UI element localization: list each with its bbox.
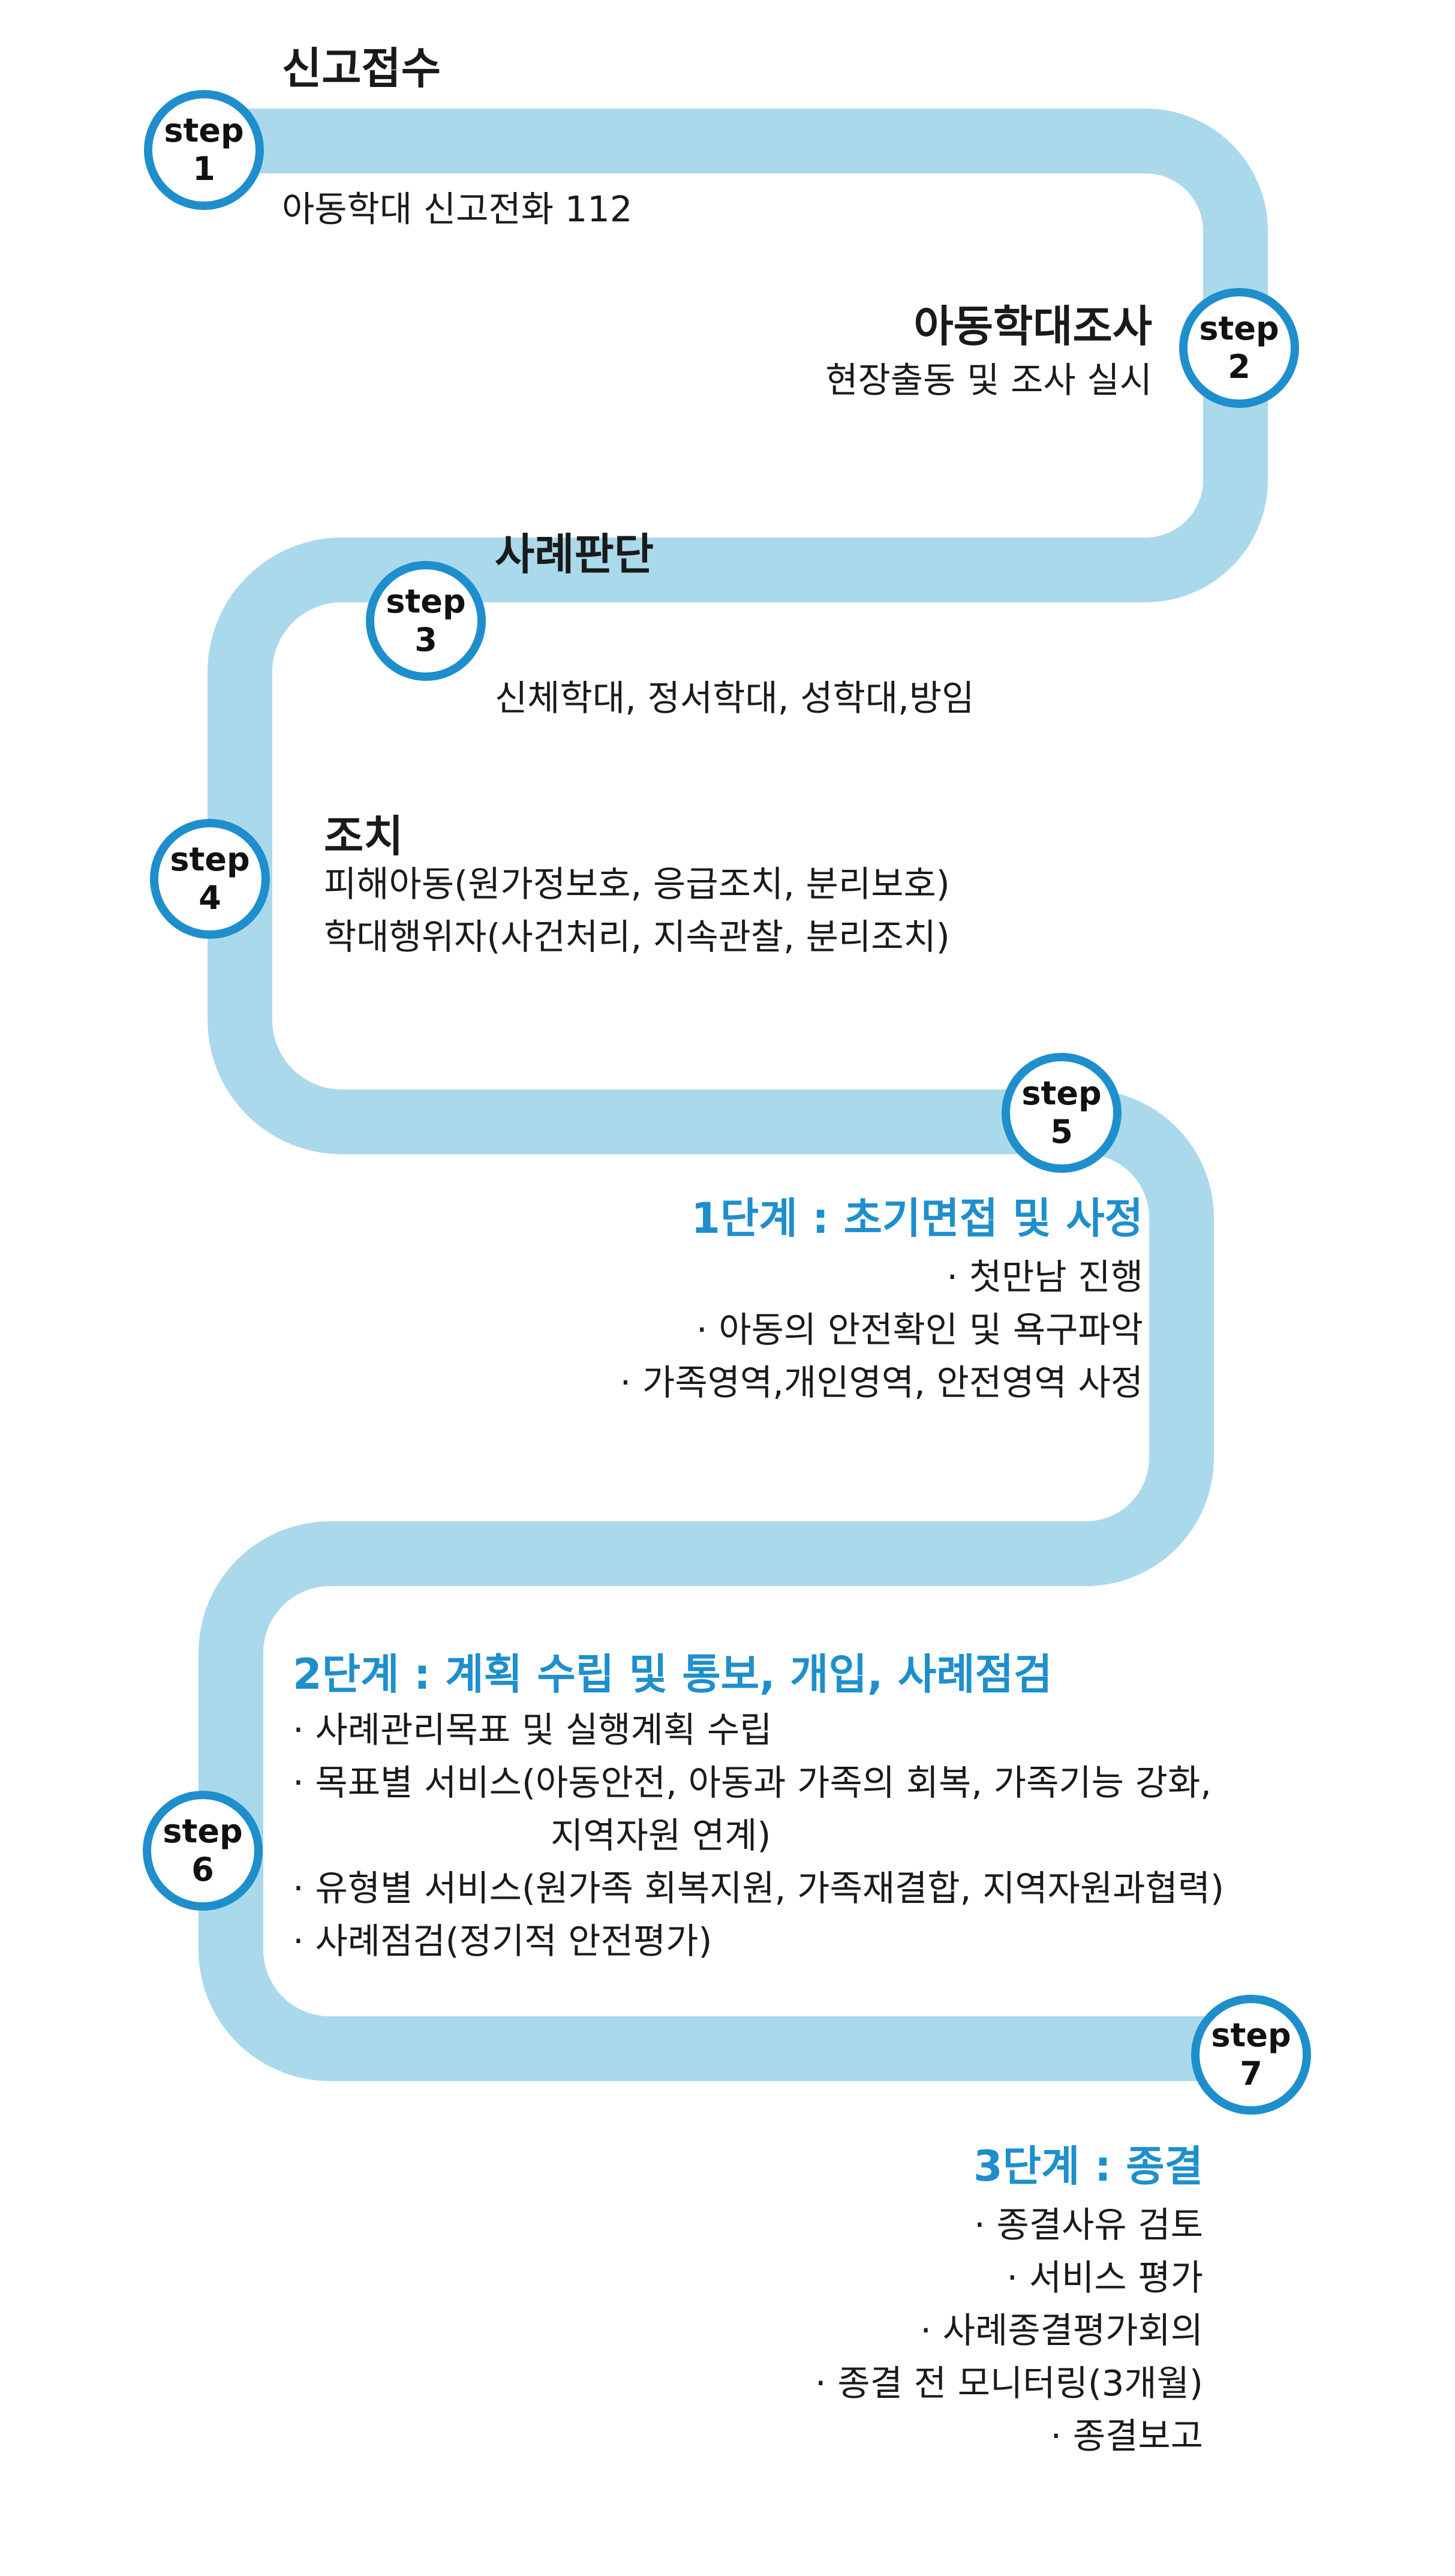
step-4-title: 조치	[324, 811, 404, 861]
step-7-line-5: · 종결보고	[1050, 2415, 1203, 2457]
step-7-line-1: · 종결사유 검토	[974, 2204, 1203, 2245]
step-1-badge: step 1	[144, 90, 264, 210]
step-7-label: step	[1211, 2016, 1291, 2054]
step-3-line-1: 신체학대, 정서학대, 성학대,방임	[495, 677, 975, 719]
step-3-title: 사례판단	[495, 529, 654, 580]
step-4-number: 4	[199, 879, 221, 917]
step-7-line-2: · 서비스 평가	[1006, 2257, 1203, 2298]
step-7-line-3: · 사례종결평가회의	[920, 2310, 1203, 2351]
step-4-line-2: 학대행위자(사건처리, 지속관찰, 분리조치)	[324, 916, 950, 957]
step-6-line-2: · 목표별 서비스(아동안전, 아동과 가족의 회복, 가족기능 강화,	[293, 1762, 1212, 1803]
step-6-label: step	[163, 1812, 243, 1850]
step-1-title: 신고접수	[282, 43, 441, 94]
step-1-line-1: 아동학대 신고전화 112	[282, 188, 633, 230]
step-5-line-1: · 첫만남 진행	[946, 1256, 1143, 1298]
step-2-badge: step 2	[1179, 288, 1299, 408]
step-1-label: step	[164, 112, 244, 149]
step-1-desc: 아동학대 신고전화 112	[282, 183, 632, 236]
step-1-number: 1	[193, 150, 215, 188]
step-5-label: step	[1021, 1074, 1102, 1112]
step-5-line-2: · 아동의 안전확인 및 욕구파악	[696, 1309, 1143, 1350]
step-5-line-3: · 가족영역,개인영역, 안전영역 사정	[620, 1362, 1143, 1403]
step-7-line-4: · 종결 전 모니터링(3개월)	[814, 2362, 1203, 2404]
step-6-line-5: · 사례점검(정기적 안전평가)	[293, 1920, 713, 1962]
step-5-desc: · 첫만남 진행 · 아동의 안전확인 및 욕구파악 · 가족영역,개인영역, …	[620, 1251, 1143, 1409]
step-7-title: 3단계 : 종결	[973, 2142, 1203, 2191]
step-7-number: 7	[1240, 2055, 1262, 2092]
step-2-title: 아동학대조사	[913, 301, 1152, 352]
step-2-number: 2	[1228, 348, 1250, 386]
step-3-badge: step 3	[366, 561, 486, 681]
step-3-label: step	[386, 583, 466, 620]
step-6-desc: · 사례관리목표 및 실행계획 수립 · 목표별 서비스(아동안전, 아동과 가…	[293, 1704, 1224, 1968]
step-4-badge: step 4	[150, 819, 270, 939]
step-2-label: step	[1199, 310, 1279, 347]
step-6-number: 6	[191, 1851, 214, 1889]
step-2-line-1: 현장출동 및 조사 실시	[825, 359, 1152, 401]
step-6-badge: step 6	[143, 1791, 263, 1911]
step-7-desc: · 종결사유 검토 · 서비스 평가 · 사례종결평가회의 · 종결 전 모니터…	[815, 2199, 1203, 2463]
step-3-desc: 신체학대, 정서학대, 성학대,방임	[495, 672, 974, 725]
step-5-number: 5	[1050, 1113, 1073, 1151]
step-4-desc: 피해아동(원가정보호, 응급조치, 분리보호) 학대행위자(사건처리, 지속관찰…	[324, 858, 950, 963]
step-6-line-1: · 사례관리목표 및 실행계획 수립	[293, 1709, 772, 1751]
step-7-badge: step 7	[1191, 1995, 1311, 2115]
winding-path	[199, 109, 1268, 2081]
step-4-line-1: 피해아동(원가정보호, 응급조치, 분리보호)	[324, 863, 950, 905]
step-5-title: 1단계 : 초기면접 및 사정	[691, 1194, 1143, 1243]
step-4-label: step	[170, 840, 250, 878]
step-6-line-3: 지역자원 연계)	[551, 1815, 771, 1856]
step-6-title: 2단계 : 계획 수립 및 통보, 개입, 사례점검	[293, 1650, 1053, 1699]
step-6-line-4: · 유형별 서비스(원가족 회복지원, 가족재결합, 지역자원과협력)	[293, 1868, 1225, 1909]
step-5-badge: step 5	[1002, 1053, 1122, 1173]
step-2-desc: 현장출동 및 조사 실시	[825, 354, 1152, 407]
step-3-number: 3	[414, 621, 437, 659]
